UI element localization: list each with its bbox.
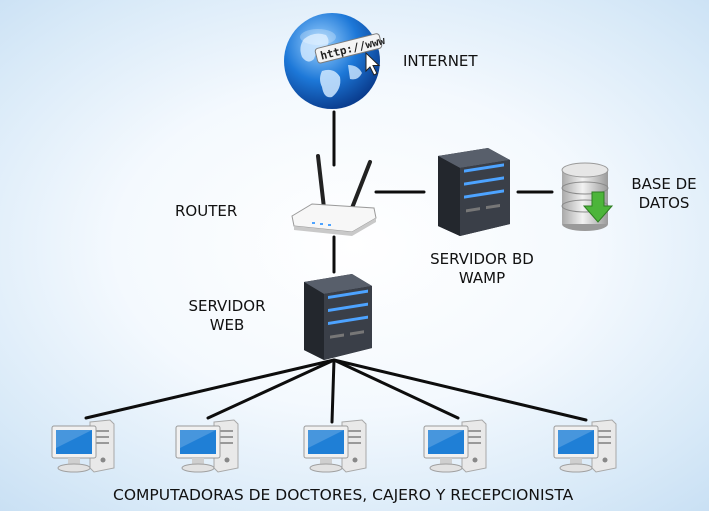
database-label: BASE DE DATOS [622, 175, 706, 213]
computer-5-icon [553, 419, 617, 473]
db-server-label-line1: SERVIDOR BD [430, 250, 534, 268]
computers-caption: COMPUTADORAS DE DOCTORES, CAJERO Y RECEP… [113, 486, 574, 504]
web-server-label-line2: WEB [209, 316, 245, 334]
internet-label: INTERNET [403, 52, 478, 70]
link-webserver-computer-1 [84, 358, 336, 420]
web-server-label-line1: SERVIDOR [188, 297, 266, 315]
db-server-icon [438, 148, 510, 236]
link-webserver-computer-4 [332, 358, 460, 420]
computer-2-icon [175, 419, 239, 473]
computer-1-icon [51, 419, 115, 473]
router-label: ROUTER [175, 202, 238, 220]
link-webserver-computer-5 [332, 358, 588, 422]
database-label-line2: DATOS [638, 194, 690, 212]
web-server-icon [304, 274, 372, 360]
link-webserver-computer-3 [330, 358, 336, 424]
database-label-line1: BASE DE [631, 175, 697, 193]
web-server-label: SERVIDOR WEB [175, 297, 279, 335]
db-server-label: SERVIDOR BD WAMP [420, 250, 544, 288]
computer-3-icon [303, 419, 367, 473]
internet-globe-icon: http://www [284, 13, 386, 109]
db-server-label-line2: WAMP [458, 269, 506, 287]
router-icon [291, 154, 377, 236]
link-webserver-computer-2 [206, 358, 336, 420]
computer-4-icon [423, 419, 487, 473]
database-icon [561, 162, 614, 231]
